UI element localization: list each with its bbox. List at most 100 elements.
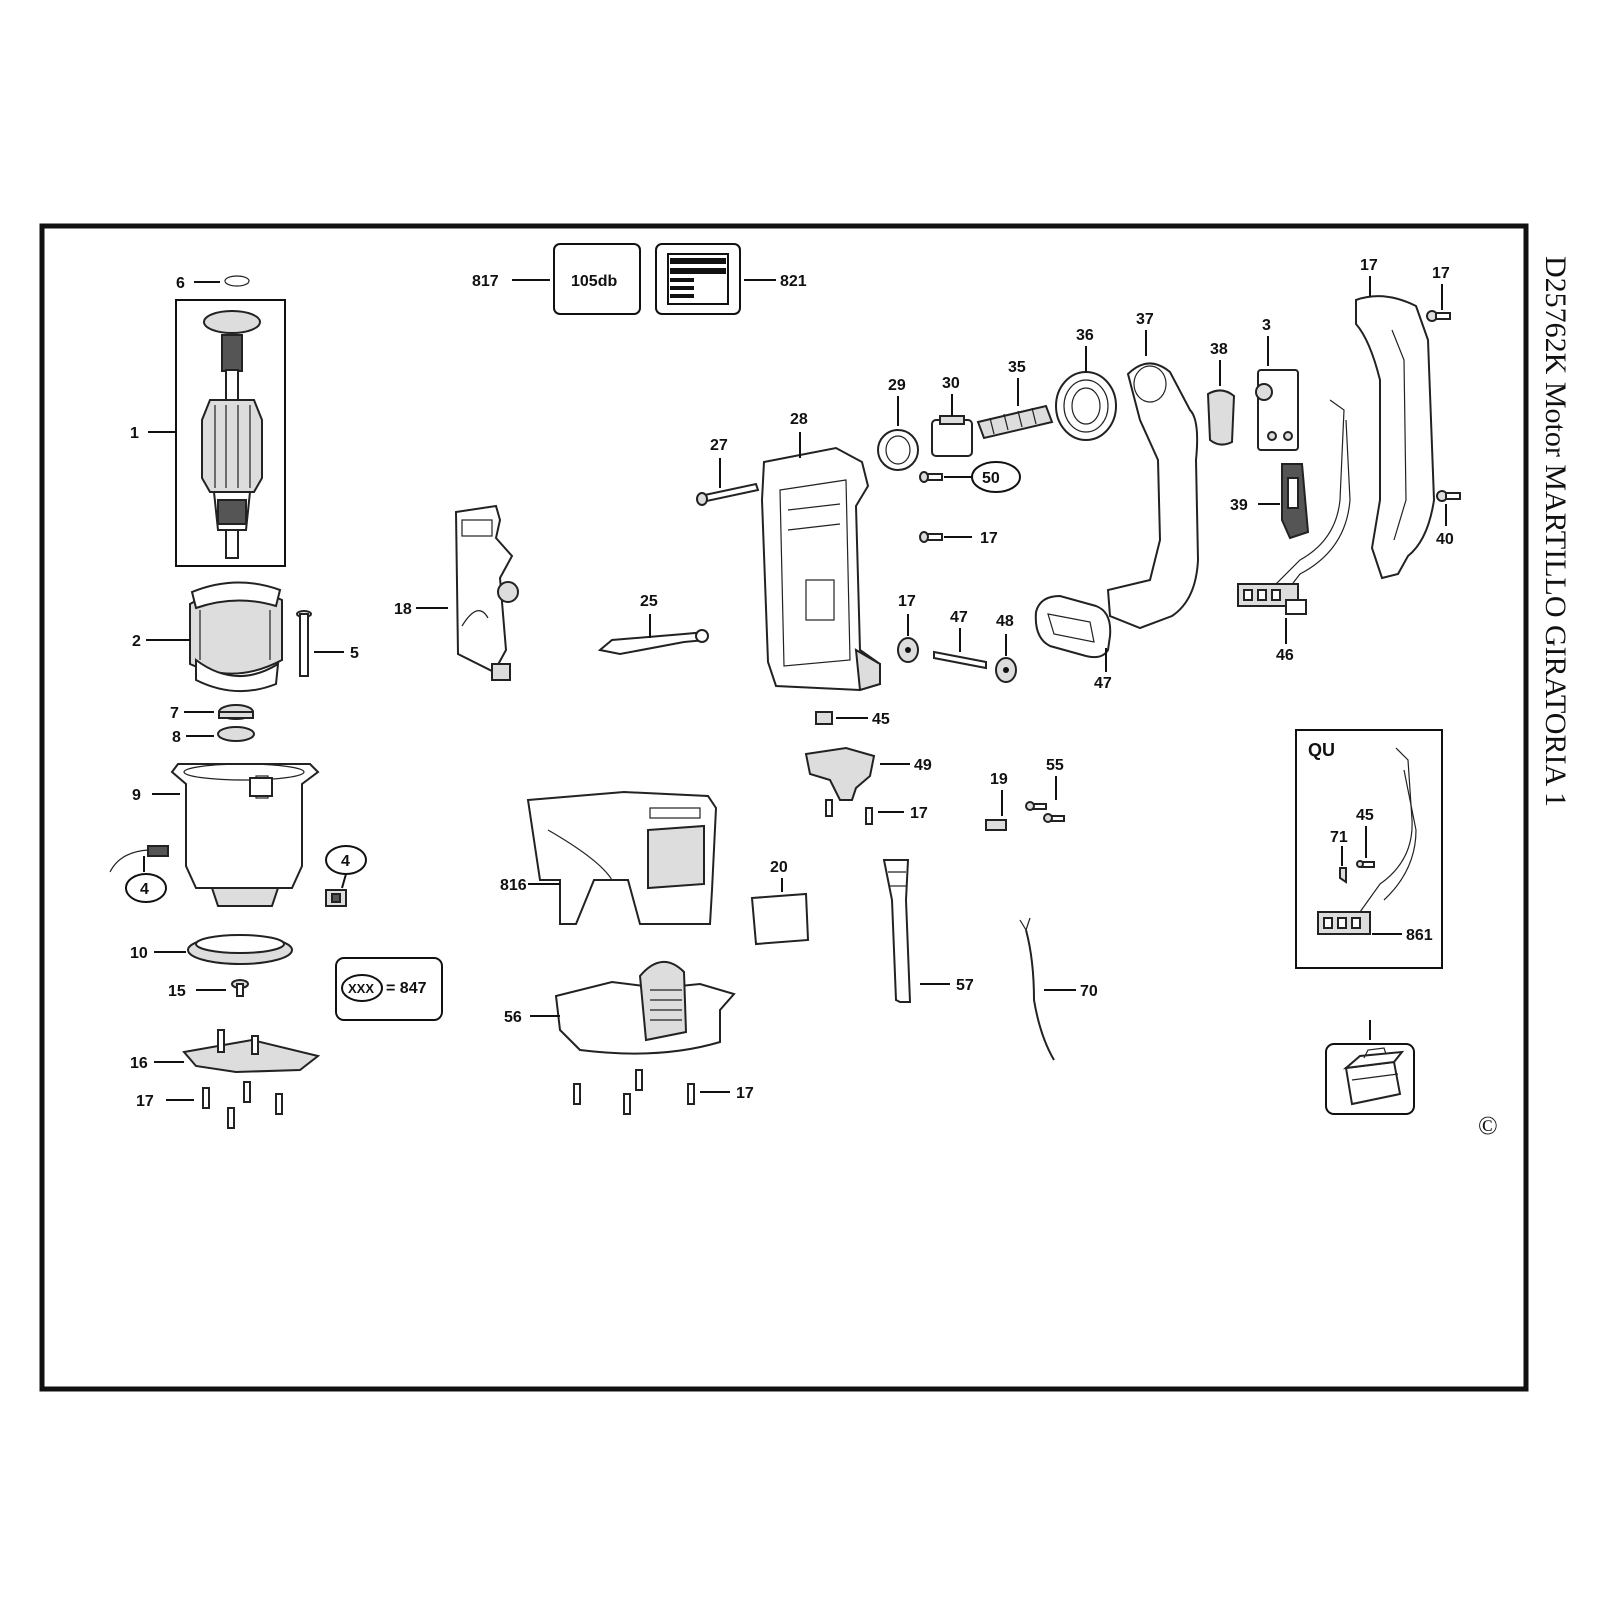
carbon-brush-part [109, 845, 169, 873]
callout-label: 30 [942, 375, 960, 392]
clip-part [815, 711, 833, 725]
motor-housing-part [170, 763, 320, 907]
callout-label: 16 [130, 1055, 148, 1072]
callout-label: 45 [1356, 807, 1374, 824]
callout-label: 35 [1008, 359, 1026, 376]
decal-821-graphic [667, 253, 729, 305]
callout-label: 816 [500, 877, 527, 894]
bezel-ring-part [1034, 594, 1112, 659]
bearing-part [218, 704, 254, 720]
callout-label: 27 [710, 437, 728, 454]
callout-label: 17 [980, 530, 998, 547]
callout-label: 25 [640, 593, 658, 610]
carrying-case-icon [1342, 1047, 1405, 1106]
brush-holder-part [325, 889, 347, 907]
stator-part [189, 581, 283, 693]
terminal-part [1339, 867, 1347, 884]
callout-label: 1 [130, 425, 139, 442]
callout-label: 17 [1432, 265, 1450, 282]
switch-plate-part [454, 504, 519, 681]
callout-label: 70 [1080, 983, 1098, 1000]
retaining-ring-part [224, 275, 250, 287]
label-plate-part [750, 892, 810, 946]
baffle-ring-part [187, 934, 293, 965]
callout-label: 817 [472, 273, 499, 290]
callout-label: 10 [130, 945, 148, 962]
qu-kit-label: QU [1308, 740, 1335, 760]
callout-label: 18 [394, 601, 412, 618]
callout-label: 56 [504, 1009, 522, 1026]
callout-label: 17 [910, 805, 928, 822]
callout-label: 17 [898, 593, 916, 610]
long-screw-part [696, 482, 760, 506]
cable-clamp-part [985, 819, 1007, 831]
callout-label: 9 [132, 787, 141, 804]
callout-label: 38 [1210, 341, 1228, 358]
spring-part [877, 429, 919, 471]
callout-label: 17 [136, 1093, 154, 1110]
callout-label: 39 [1230, 497, 1248, 514]
xxx-label: XXX [348, 981, 374, 996]
screw-part [231, 979, 249, 997]
callout-label: 8 [172, 729, 181, 746]
handle-half-part [1355, 295, 1436, 580]
callout-label: 50 [982, 470, 1000, 487]
screw-set-part [573, 1069, 695, 1115]
screw-part [919, 471, 943, 483]
callout-label: 57 [956, 977, 974, 994]
qu-kit-box [1295, 729, 1443, 969]
callout-label: 861 [1406, 927, 1433, 944]
callout-label: 47 [950, 609, 968, 626]
callout-label: 71 [1330, 829, 1348, 846]
screw-part [919, 531, 943, 543]
callout-label: 40 [1436, 531, 1454, 548]
diagram-title: D25762K Motor MARTILLO GIRATORIA 1 [1539, 256, 1572, 807]
callout-label: 49 [914, 757, 932, 774]
callout-label: 20 [770, 859, 788, 876]
screw-part [1025, 801, 1065, 823]
bushing-part [995, 657, 1017, 683]
callout-label: 17 [736, 1085, 754, 1102]
bushing-part [897, 637, 919, 663]
callout-label: 29 [888, 377, 906, 394]
callout-label: 821 [780, 273, 807, 290]
callout-label: 46 [1276, 647, 1294, 664]
callout-label: 55 [1046, 757, 1064, 774]
decal-105db-label: 105db [571, 273, 617, 290]
callout-label: 28 [790, 411, 808, 428]
callout-label: 2 [132, 633, 141, 650]
qu-wire-harness-part [1317, 747, 1417, 935]
suppressor-part [976, 404, 1054, 440]
rear-handle-part [1106, 362, 1200, 630]
bottom-plate-part [182, 1029, 321, 1074]
callout-label: 48 [996, 613, 1014, 630]
callout-label: 36 [1076, 327, 1094, 344]
callout-label: 7 [170, 705, 179, 722]
callout-label: 6 [176, 275, 185, 292]
callout-label: 4 [341, 853, 350, 870]
rubber-boot-part [1055, 371, 1117, 441]
screw-part [1356, 860, 1375, 868]
armature-part [201, 310, 263, 559]
screw-part [1436, 490, 1461, 502]
callout-label: 4 [140, 881, 149, 898]
callout-label: 3 [1262, 317, 1271, 334]
xxx-equals-label: = 847 [386, 980, 427, 997]
decal-105db-box [553, 243, 641, 315]
gear-housing-part [760, 446, 881, 692]
callout-label: 5 [350, 645, 359, 662]
switch-part [1255, 369, 1299, 451]
diagram-frame [39, 223, 1529, 1392]
callout-label: 15 [168, 983, 186, 1000]
screw-part [825, 799, 873, 825]
pin-part [933, 650, 987, 670]
screw-part [1426, 310, 1451, 322]
screw-part [296, 610, 312, 677]
rear-housing-part [526, 790, 718, 925]
xxx-847-box [335, 957, 443, 1021]
decal-821-box [655, 243, 741, 315]
washer-part [217, 726, 255, 742]
callout-label: 17 [1360, 257, 1378, 274]
screw-set-part [202, 1081, 283, 1129]
